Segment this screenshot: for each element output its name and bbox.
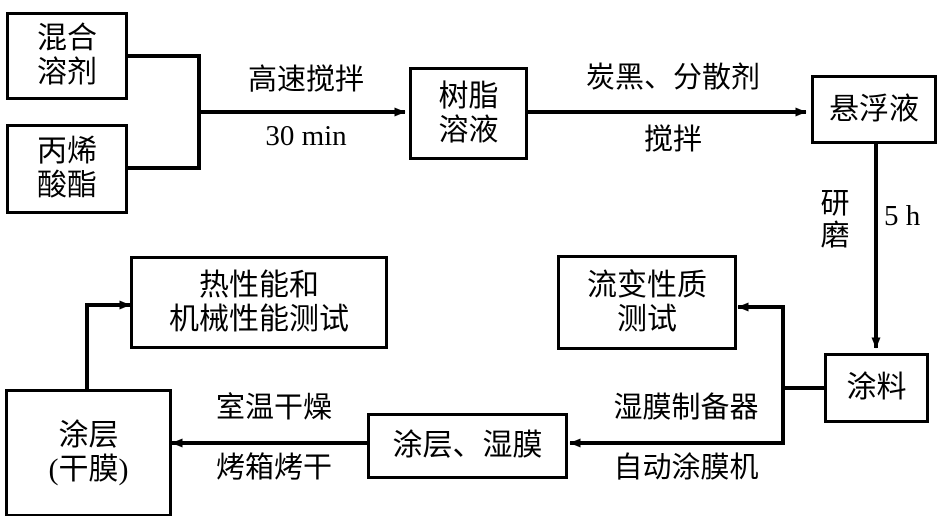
edge-label-grinding: 研 磨 — [820, 188, 850, 253]
node-coating-wet-film[interactable]: 涂层、湿膜 — [367, 413, 568, 479]
edge-label-wet-film-applicator: 湿膜制备器 — [613, 392, 759, 424]
edge-label-five-hours: 5 h — [884, 200, 921, 232]
node-coating-dry-film[interactable]: 涂层 (干膜) — [5, 389, 172, 516]
node-acrylate[interactable]: 丙烯 酸酯 — [6, 124, 128, 214]
connector-dryfilm-to-test — [85, 300, 131, 390]
node-mixed-solvent[interactable]: 混合 溶剂 — [6, 12, 128, 100]
edge-label-stirring: 搅拌 — [643, 124, 702, 156]
edge-label-thirty-min: 30 min — [265, 120, 347, 152]
edge-label-carbon-black-dispersant: 炭黑、分散剂 — [585, 62, 760, 94]
edge-label-oven-baking: 烤箱烤干 — [215, 452, 332, 484]
node-thermal-mechanical-test[interactable]: 热性能和 机械性能测试 — [130, 256, 388, 349]
node-suspension[interactable]: 悬浮液 — [811, 75, 937, 144]
node-resin-solution[interactable]: 树脂 溶液 — [409, 67, 528, 160]
node-rheology-test[interactable]: 流变性质 测试 — [557, 255, 737, 350]
edge-label-room-temp-drying: 室温干燥 — [215, 392, 332, 424]
edge-label-auto-film-coater: 自动涂膜机 — [613, 452, 759, 484]
node-coating-material[interactable]: 涂料 — [824, 353, 929, 423]
edge-label-high-speed-stirring: 高速搅拌 — [247, 64, 364, 96]
